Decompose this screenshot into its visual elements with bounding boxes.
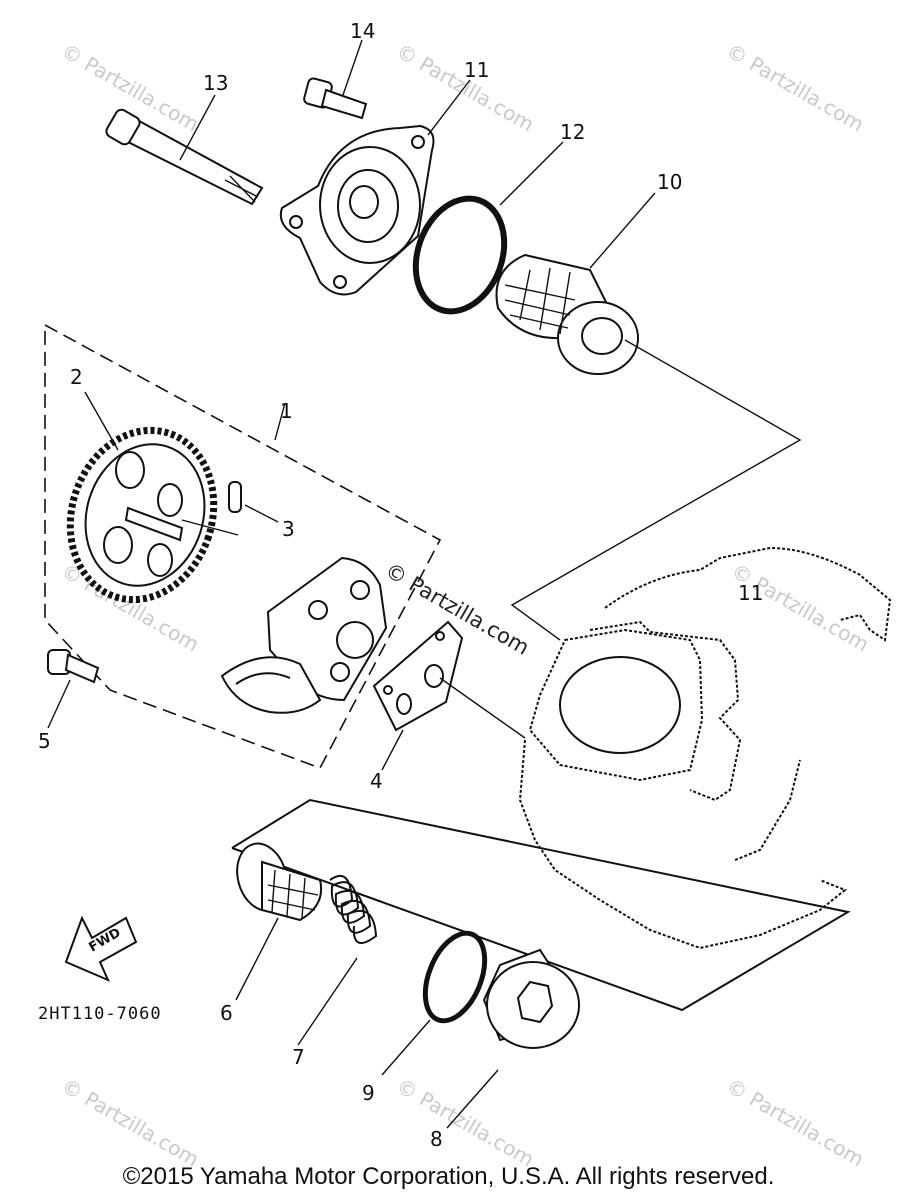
callout-9: 9 [362,1081,375,1105]
callout-8: 8 [430,1127,443,1151]
pump-gear-2 [66,426,239,604]
callout-3: 3 [282,517,295,541]
callout-2: 2 [70,365,83,389]
diagram-code: 2HT110-7060 [38,1004,162,1024]
callout-11: 11 [464,58,489,82]
callout-7: 7 [292,1045,305,1069]
leader-1 [274,402,286,441]
dowel-pin-3 [228,481,279,523]
spring-7 [297,875,378,1046]
copyright-notice: ©2015 Yamaha Motor Corporation, U.S.A. A… [122,1163,775,1190]
pump-body [220,556,388,714]
callout-6: 6 [220,1001,233,1025]
short-bolt-14 [303,77,368,120]
pump-assembly-box-1 [44,323,442,769]
watermark: © Partzilla.com [393,1074,539,1172]
watermark: © Partzilla.com [728,559,874,657]
filter-cover-11 [279,124,435,296]
routing-line [510,339,802,641]
o-ring-9 [381,930,488,1076]
watermark: © Partzilla.com [723,1074,869,1172]
callout-10: 10 [657,170,682,194]
bolt-5 [47,649,100,729]
callout-12: 12 [560,120,585,144]
long-bolt-13 [105,108,264,206]
leader-lines-upper [179,39,656,269]
gasket-4 [372,620,526,771]
drain-plug-8 [446,948,580,1129]
callout-5: 5 [38,729,51,753]
callout-numbers: 1 2 3 4 5 6 7 8 9 10 11 11 12 13 14 [38,19,763,1151]
callout-14: 14 [350,19,375,43]
callout-13: 13 [203,71,228,95]
watermark: © Partzilla.com [58,1074,204,1172]
watermark: © Partzilla.com [393,39,539,137]
leader-2 [84,391,119,451]
callout-1: 1 [280,399,293,423]
fwd-arrow: FWD [64,915,138,982]
crankcase [518,546,892,950]
oil-filter-10 [495,253,639,375]
callout-4: 4 [370,769,383,793]
callout-11-crankcase: 11 [738,581,763,605]
watermark: © Partzilla.com [723,39,869,137]
o-ring-12 [412,195,508,315]
oil-strainer-6 [235,842,322,1001]
